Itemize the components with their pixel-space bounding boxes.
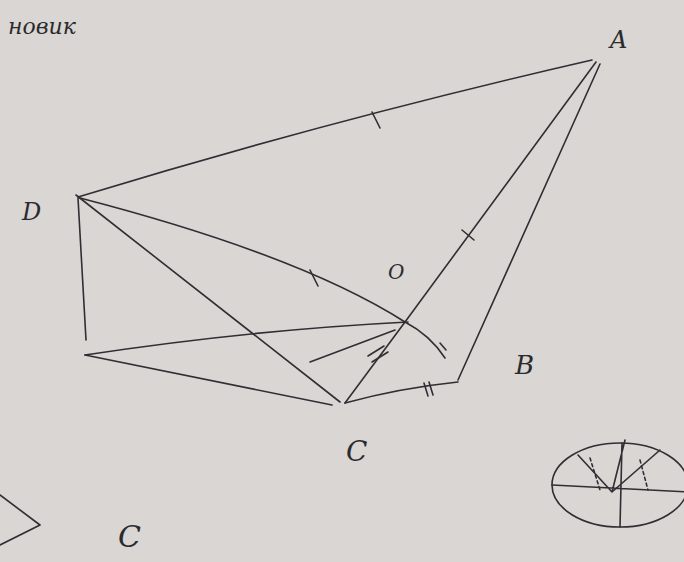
segment-do — [80, 198, 445, 358]
sketch-fragment — [0, 495, 40, 545]
segment-dc — [76, 195, 340, 402]
tick-mark — [462, 230, 474, 240]
dashed-lines — [590, 458, 648, 490]
tick-mark — [440, 343, 446, 350]
point-label: B — [515, 352, 534, 378]
segment-lower — [85, 322, 408, 355]
segment-d-down — [78, 198, 86, 340]
point-label: C — [118, 522, 141, 552]
point-label: D — [22, 200, 41, 224]
segment-ab — [458, 64, 600, 380]
point-label: O — [388, 262, 404, 282]
double-tick — [368, 346, 388, 362]
segment-cb — [345, 382, 458, 403]
tick-mark — [310, 270, 318, 286]
segment-da — [78, 60, 592, 197]
point-label: A — [610, 28, 627, 52]
tick-mark — [372, 112, 380, 128]
segment-lower-c — [85, 355, 332, 405]
note-text: новик — [8, 16, 76, 38]
point-label: C — [346, 438, 367, 466]
sketch-lines — [552, 440, 684, 527]
double-tick — [424, 382, 433, 396]
segment-inner — [310, 330, 395, 362]
ellipse-sketch — [552, 443, 684, 527]
